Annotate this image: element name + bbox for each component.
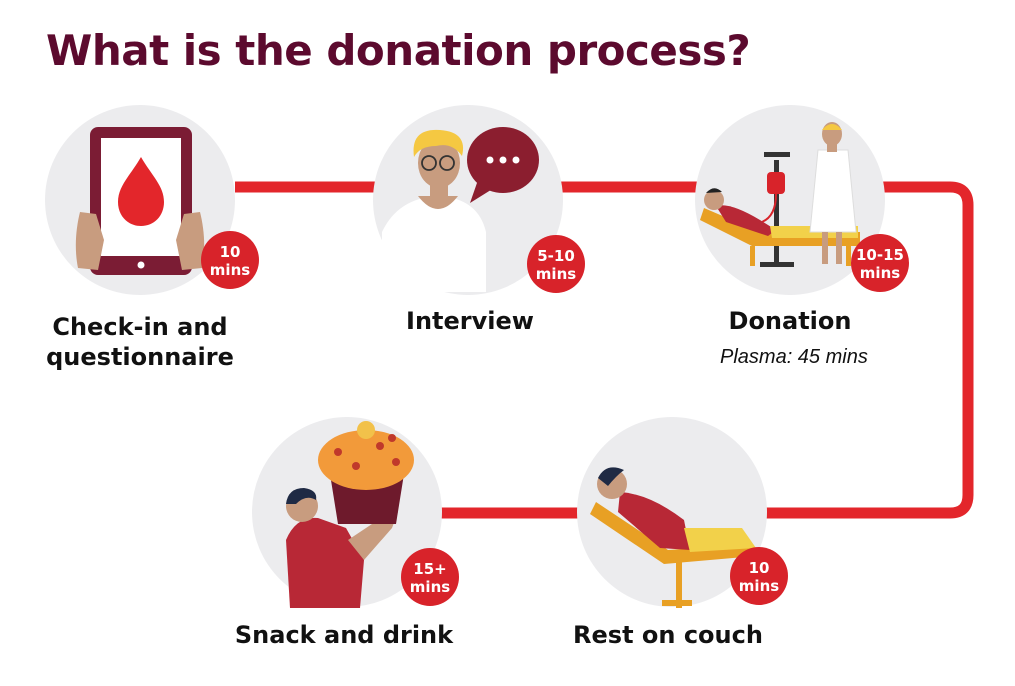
step-label-rest: Rest on couch [548,620,788,650]
step-label-interview: Interview [360,306,580,336]
step-label-snack: Snack and drink [212,620,476,650]
badge-unit: mins [410,578,450,596]
step-time-badge-rest: 10 mins [730,547,788,605]
step-label-line: Rest on couch [573,621,763,649]
step-label-line: Check-in and [52,313,228,341]
step-label-donation: Donation [680,306,900,336]
badge-unit: mins [860,264,900,282]
badge-value: 10 [220,243,241,261]
step-label-line: Interview [406,307,534,335]
badge-value: 15+ [413,560,446,578]
badge-unit: mins [536,265,576,283]
step-label-line: Snack and drink [234,621,454,649]
person-holding-muffin-icon [286,421,414,608]
badge-unit: mins [739,577,779,595]
badge-value: 10 [749,559,770,577]
process-path [235,181,974,519]
donation-sublabel: Plasma: 45 mins [720,346,868,368]
step-label-line: questionnaire [46,343,234,371]
donor-with-nurse-icon [700,122,860,267]
step-time-badge-checkin: 10 mins [201,231,259,289]
step-time-badge-interview: 5-10 mins [527,235,585,293]
badge-unit: mins [210,261,250,279]
interviewer-speech-bubble-icon [382,127,539,292]
step-time-badge-snack: 15+ mins [401,548,459,606]
badge-value: 10-15 [856,246,904,264]
badge-value: 5-10 [537,247,575,265]
step-label-line: Donation [728,307,852,335]
person-resting-on-couch-icon [590,467,756,608]
step-time-badge-donation: 10-15 mins [851,234,909,292]
page-title: What is the donation process? [46,26,751,75]
step-label-checkin: Check-in and questionnaire [20,312,260,372]
tablet-blood-drop-icon [75,127,205,275]
